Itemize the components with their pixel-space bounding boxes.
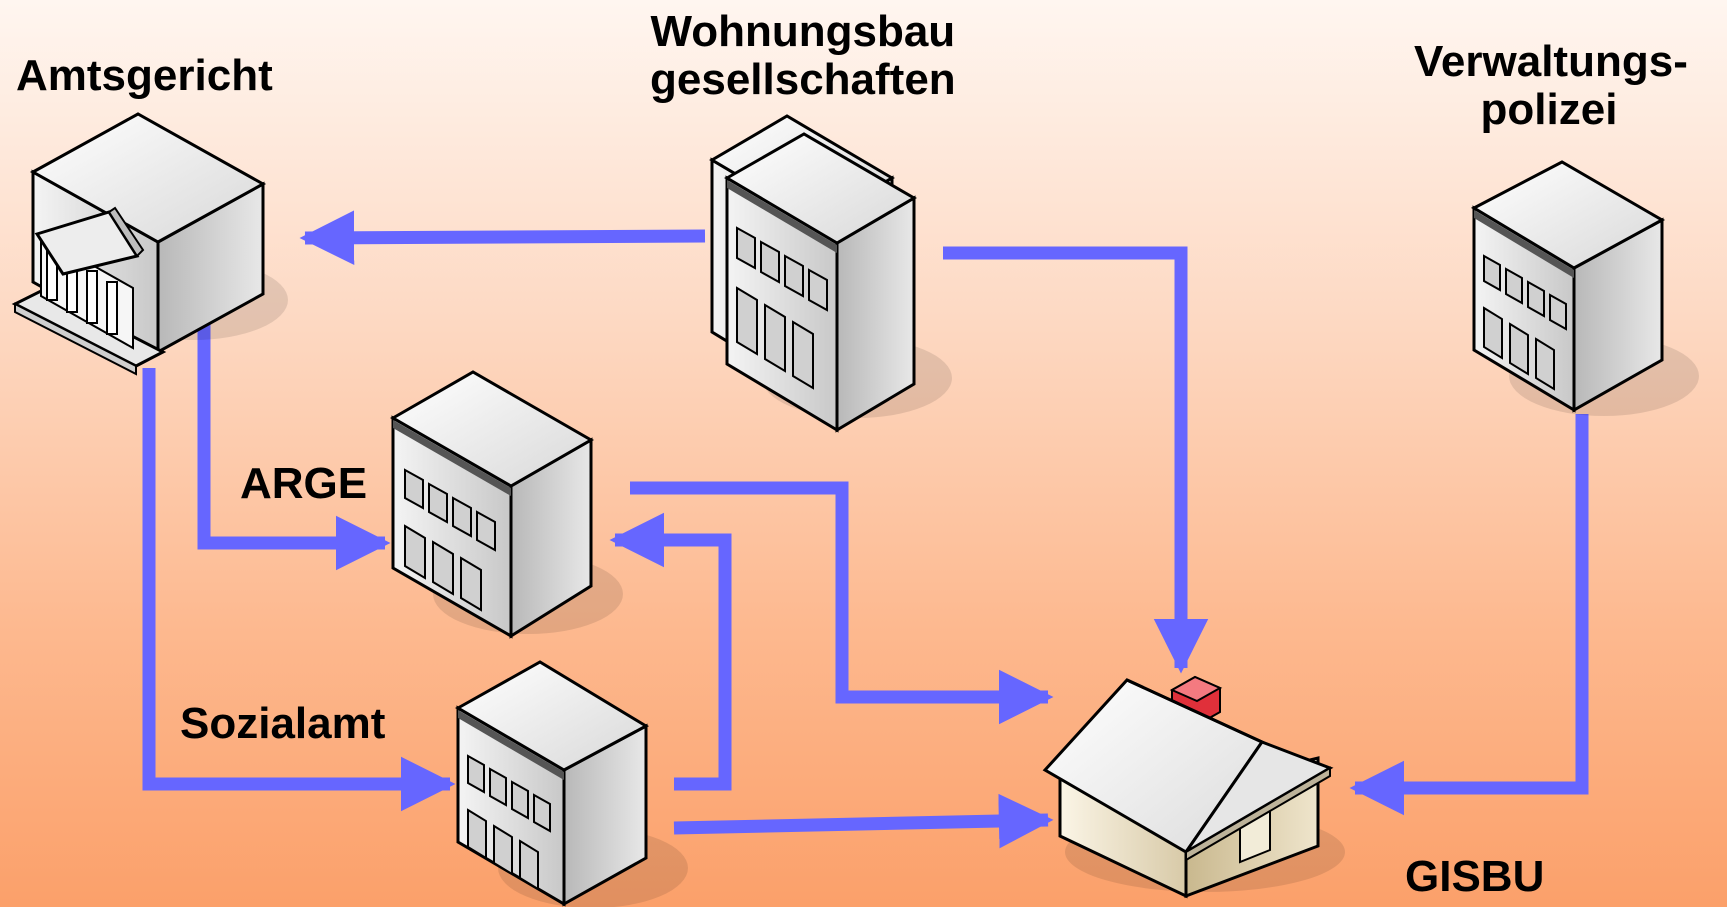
office-building-icon: [1470, 160, 1699, 416]
courthouse-icon: [11, 112, 288, 376]
arrow-wohnungsbau-to-gisbu: [943, 246, 1209, 674]
house-icon: [1042, 675, 1345, 899]
label-gisbu: GISBU: [1405, 852, 1545, 901]
label-wohnungsbau-line1: Wohnungsbau: [650, 7, 956, 56]
arrow-amtsgericht-to-arge: [197, 323, 391, 571]
arrow-sozialamt-to-gisbu: [673, 793, 1054, 849]
label-wohnungsbau-line2: gesellschaften: [650, 55, 956, 104]
label-verwaltungspolizei: Verwaltungs- polizei: [1414, 37, 1688, 134]
label-wohnungsbau: Wohnungsbau gesellschaften: [650, 8, 956, 104]
label-arge: ARGE: [240, 459, 368, 508]
office-building-icon: [454, 660, 688, 907]
office-building-icon: [389, 370, 623, 639]
label-amtsgericht: Amtsgericht: [16, 51, 273, 100]
label-verwaltungspolizei-line1: Verwaltungs-: [1414, 37, 1688, 86]
arrows-group: [142, 210, 1589, 849]
label-sozialamt: Sozialamt: [180, 699, 386, 748]
arrow-wohnungsbau-to-amtsgericht: [299, 210, 706, 266]
apartment-buildings-icon: [709, 114, 952, 433]
arrow-arge-to-gisbu: [630, 481, 1054, 725]
arrow-verwaltung-to-gisbu: [1349, 414, 1589, 816]
arrow-amtsgericht-to-sozialamt: [142, 368, 456, 812]
label-verwaltungspolizei-line2: polizei: [1480, 85, 1618, 134]
arrow-sozialamt-to-arge: [609, 512, 732, 791]
